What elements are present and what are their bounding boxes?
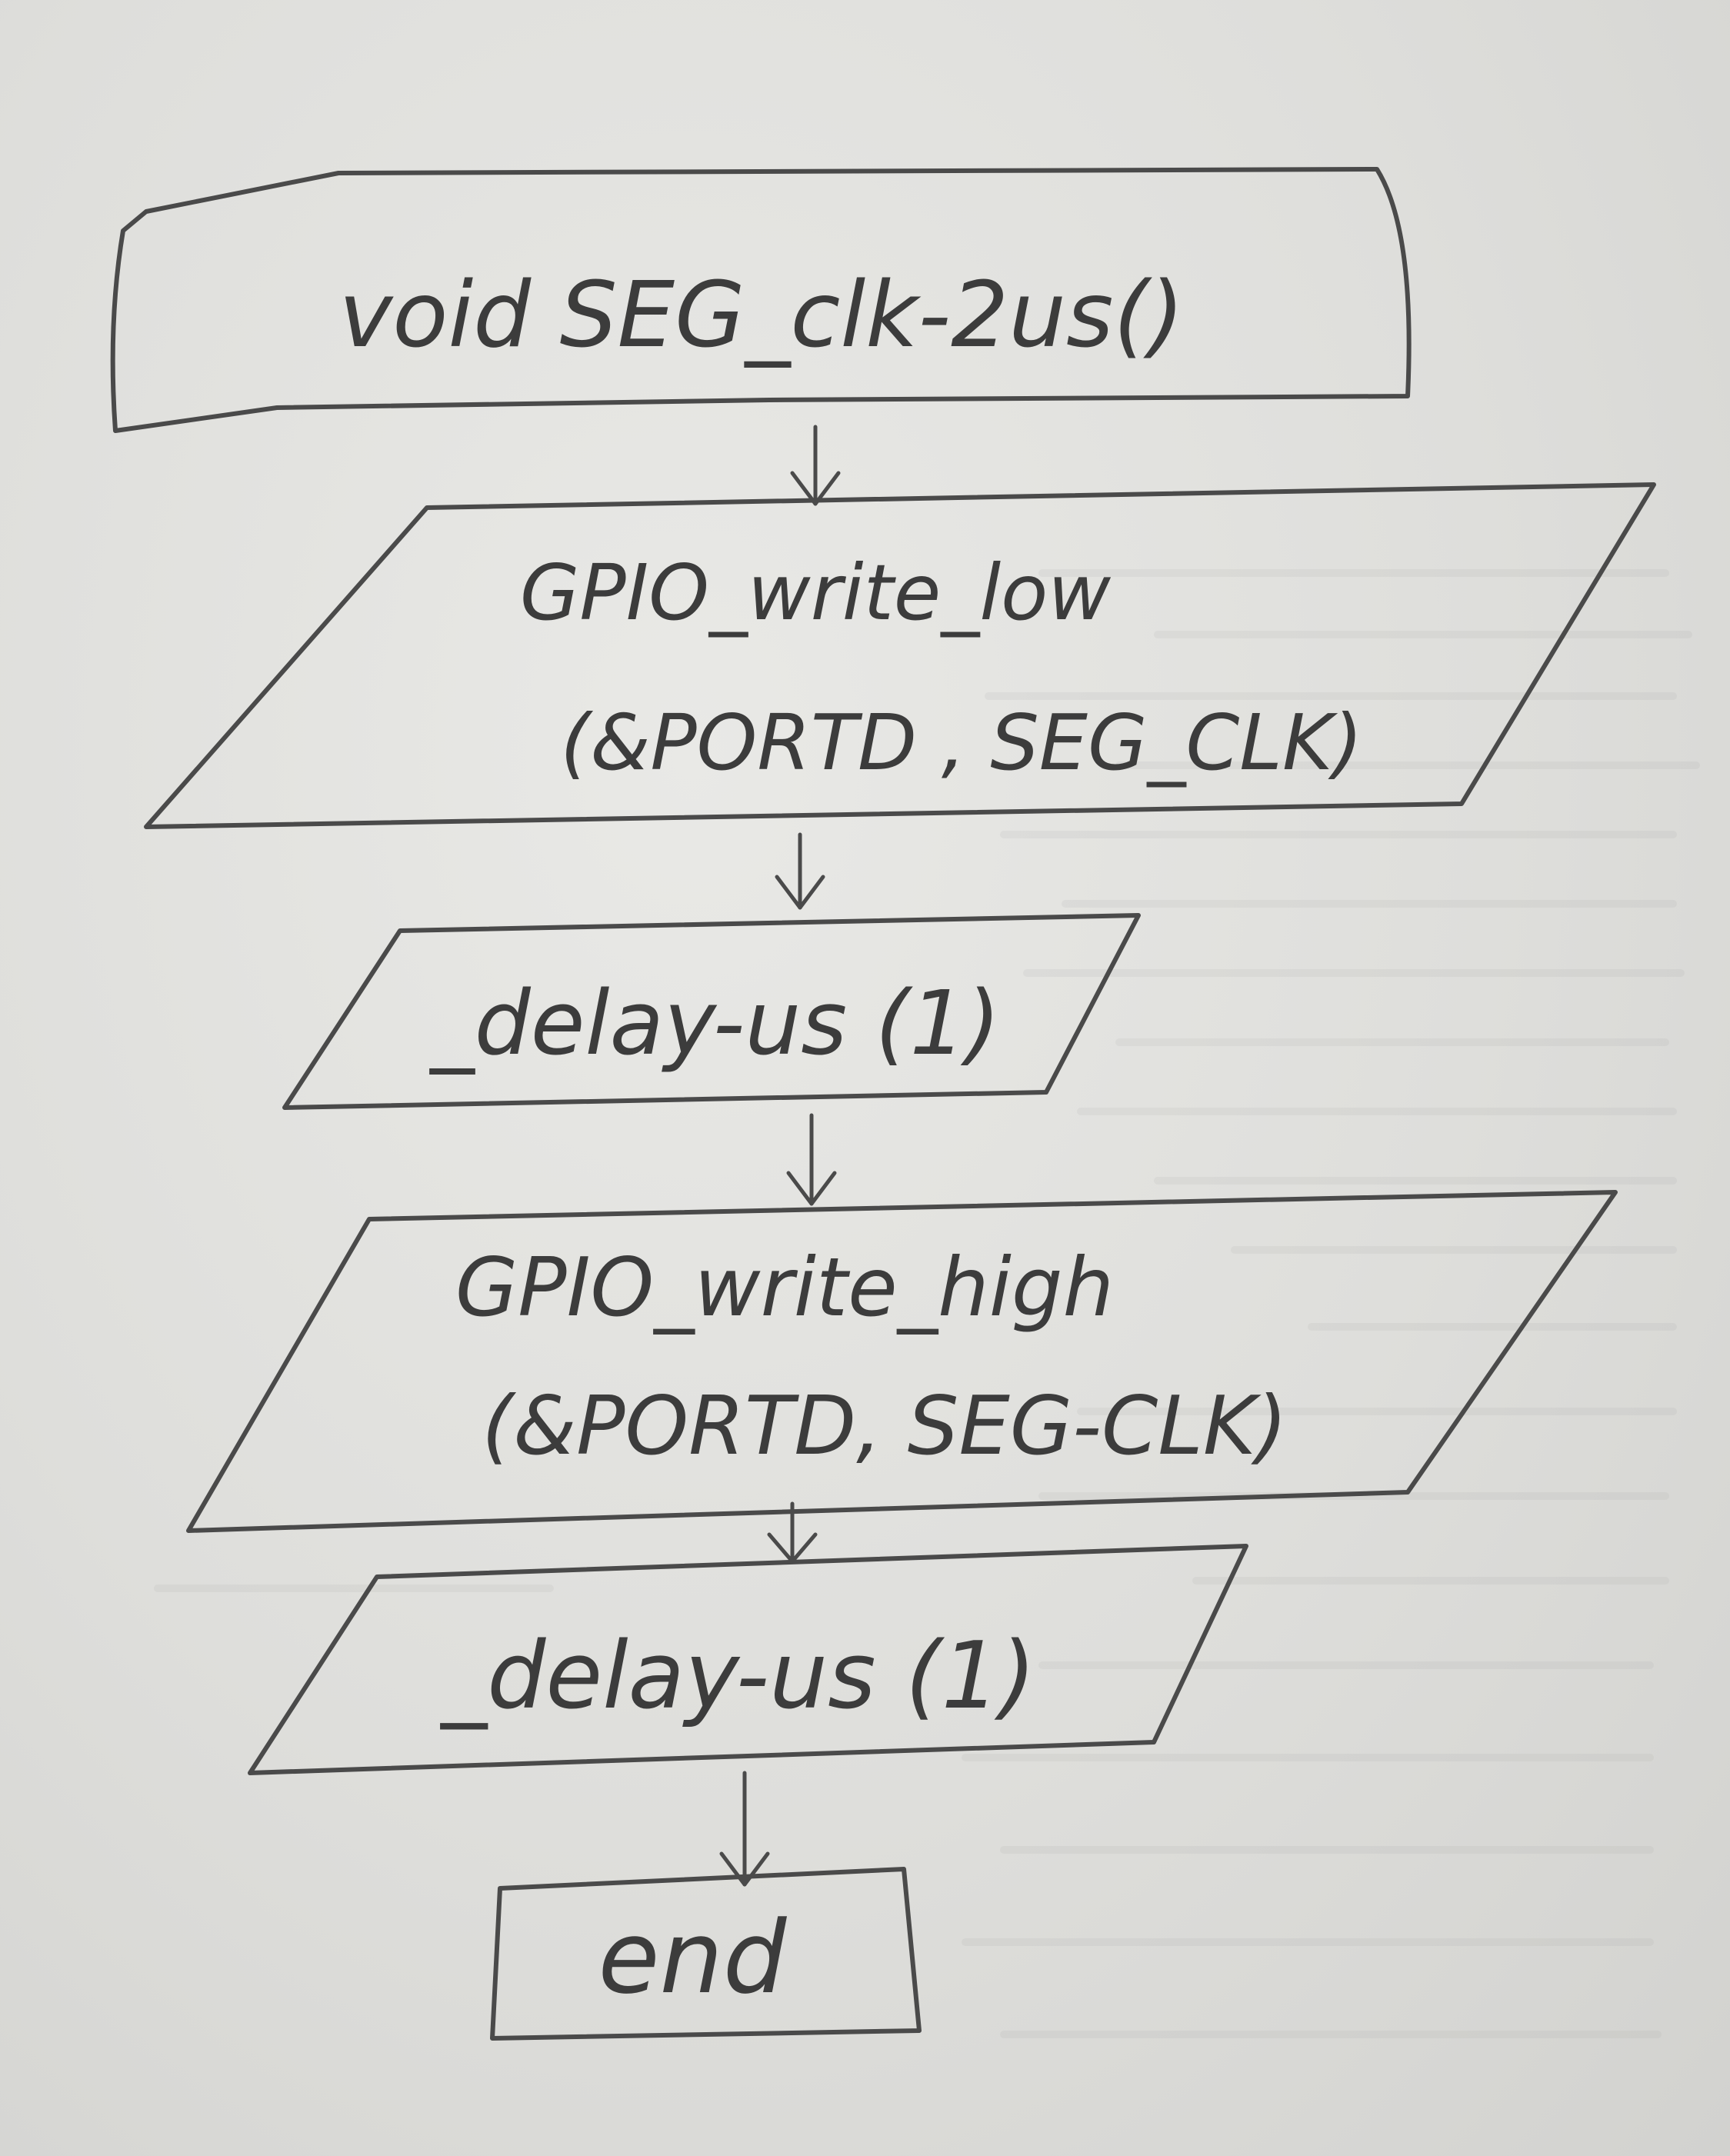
- io1-node-shape: [144, 482, 1656, 829]
- io4-node: _delay-us (1): [248, 1544, 1248, 1775]
- end-node: end: [490, 1867, 922, 2041]
- io2-node: _delay-us (1): [282, 913, 1141, 1110]
- io3-node-label-line1: GPIO_write_high: [455, 1241, 1114, 1335]
- arrow-io2-to-io3: [786, 1113, 837, 1206]
- end-node-label: end: [598, 1899, 788, 2016]
- start-node-label: void SEG_clk-2us(): [338, 262, 1184, 368]
- io4-node-shape: [248, 1544, 1248, 1775]
- io3-node: GPIO_write_high (&PORTD, SEG-CLK): [186, 1190, 1618, 1533]
- arrow-start-to-io1: [790, 425, 841, 506]
- end-node-shape: [490, 1867, 922, 2041]
- io1-node-label-line1: GPIO_write_low: [520, 548, 1111, 638]
- io1-node-label-line2: (&PORTD , SEG_CLK): [560, 698, 1362, 788]
- io3-node-label-line2: (&PORTD, SEG-CLK): [482, 1379, 1287, 1473]
- io2-node-label: _delay-us (1): [428, 972, 1000, 1075]
- io4-node-label: _delay-us (1): [439, 1623, 1036, 1730]
- start-node-shape: [110, 167, 1412, 433]
- start-node: void SEG_clk-2us(): [110, 167, 1412, 433]
- arrow-io4-to-end: [719, 1771, 770, 1887]
- io3-node-shape: [186, 1190, 1618, 1533]
- io2-node-shape: [282, 913, 1141, 1110]
- io1-node: GPIO_write_low (&PORTD , SEG_CLK): [144, 482, 1656, 829]
- arrow-io1-to-io2: [775, 832, 825, 910]
